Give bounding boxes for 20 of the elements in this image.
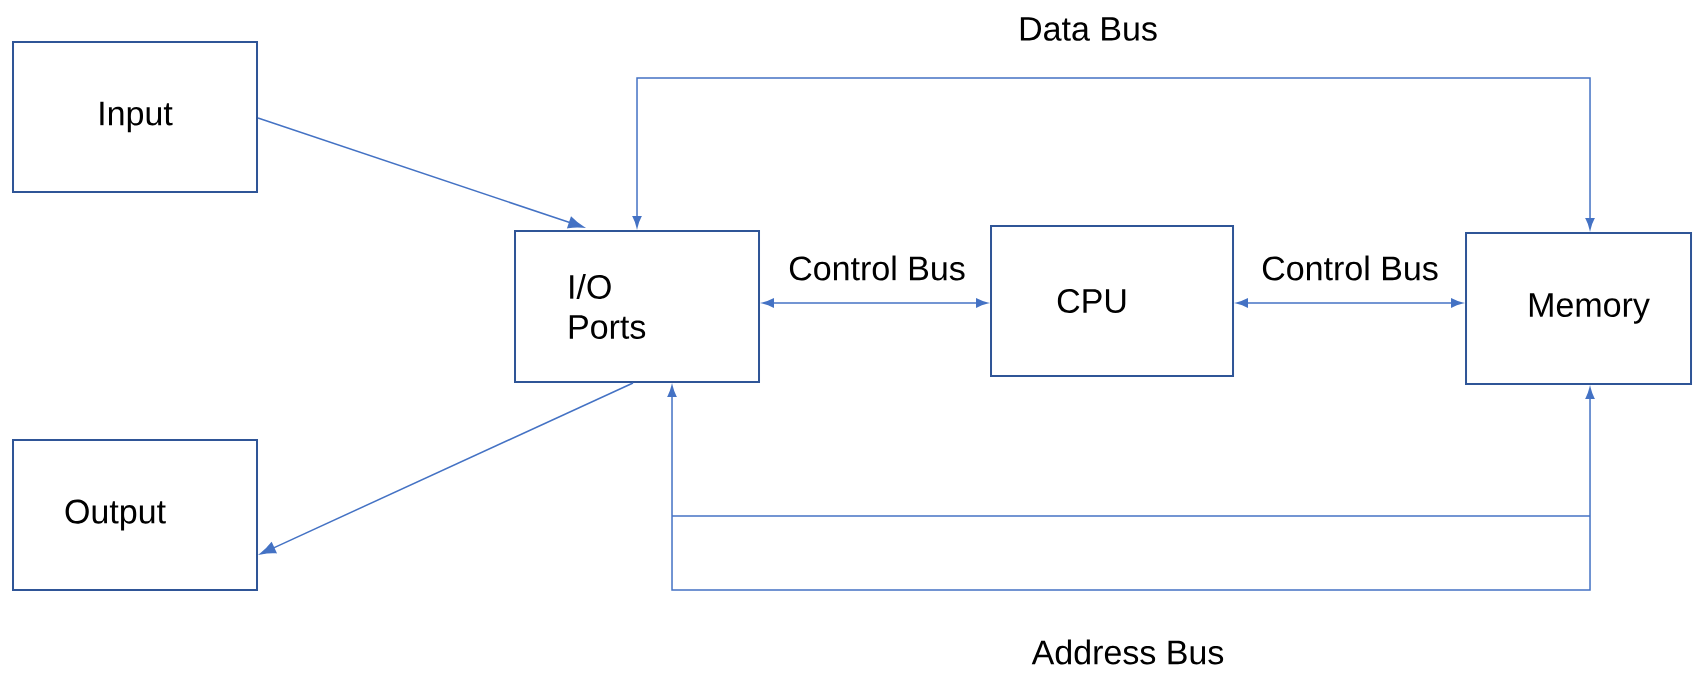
process-box [514,230,760,383]
process-box [12,41,258,193]
arrow [260,382,634,555]
box-label: I/O Ports [569,274,646,339]
arrow [1236,298,1463,308]
edge-label: Control Bus [787,254,967,282]
edge-label: Data Bus [1017,16,1159,42]
edge-label: Address Bus [1030,638,1226,666]
process-box [12,439,258,591]
bus-line [667,385,1595,591]
process-box [990,225,1234,377]
arrow [257,117,584,229]
box-label: Input [100,101,173,133]
box-label: Output [65,499,166,531]
edge-label: Control Bus [1260,254,1440,282]
process-box [1465,232,1692,385]
box-label: CPU [1057,288,1126,314]
arrow [762,298,988,308]
bus-line [632,77,1595,230]
box-label: Memory [1529,293,1650,324]
